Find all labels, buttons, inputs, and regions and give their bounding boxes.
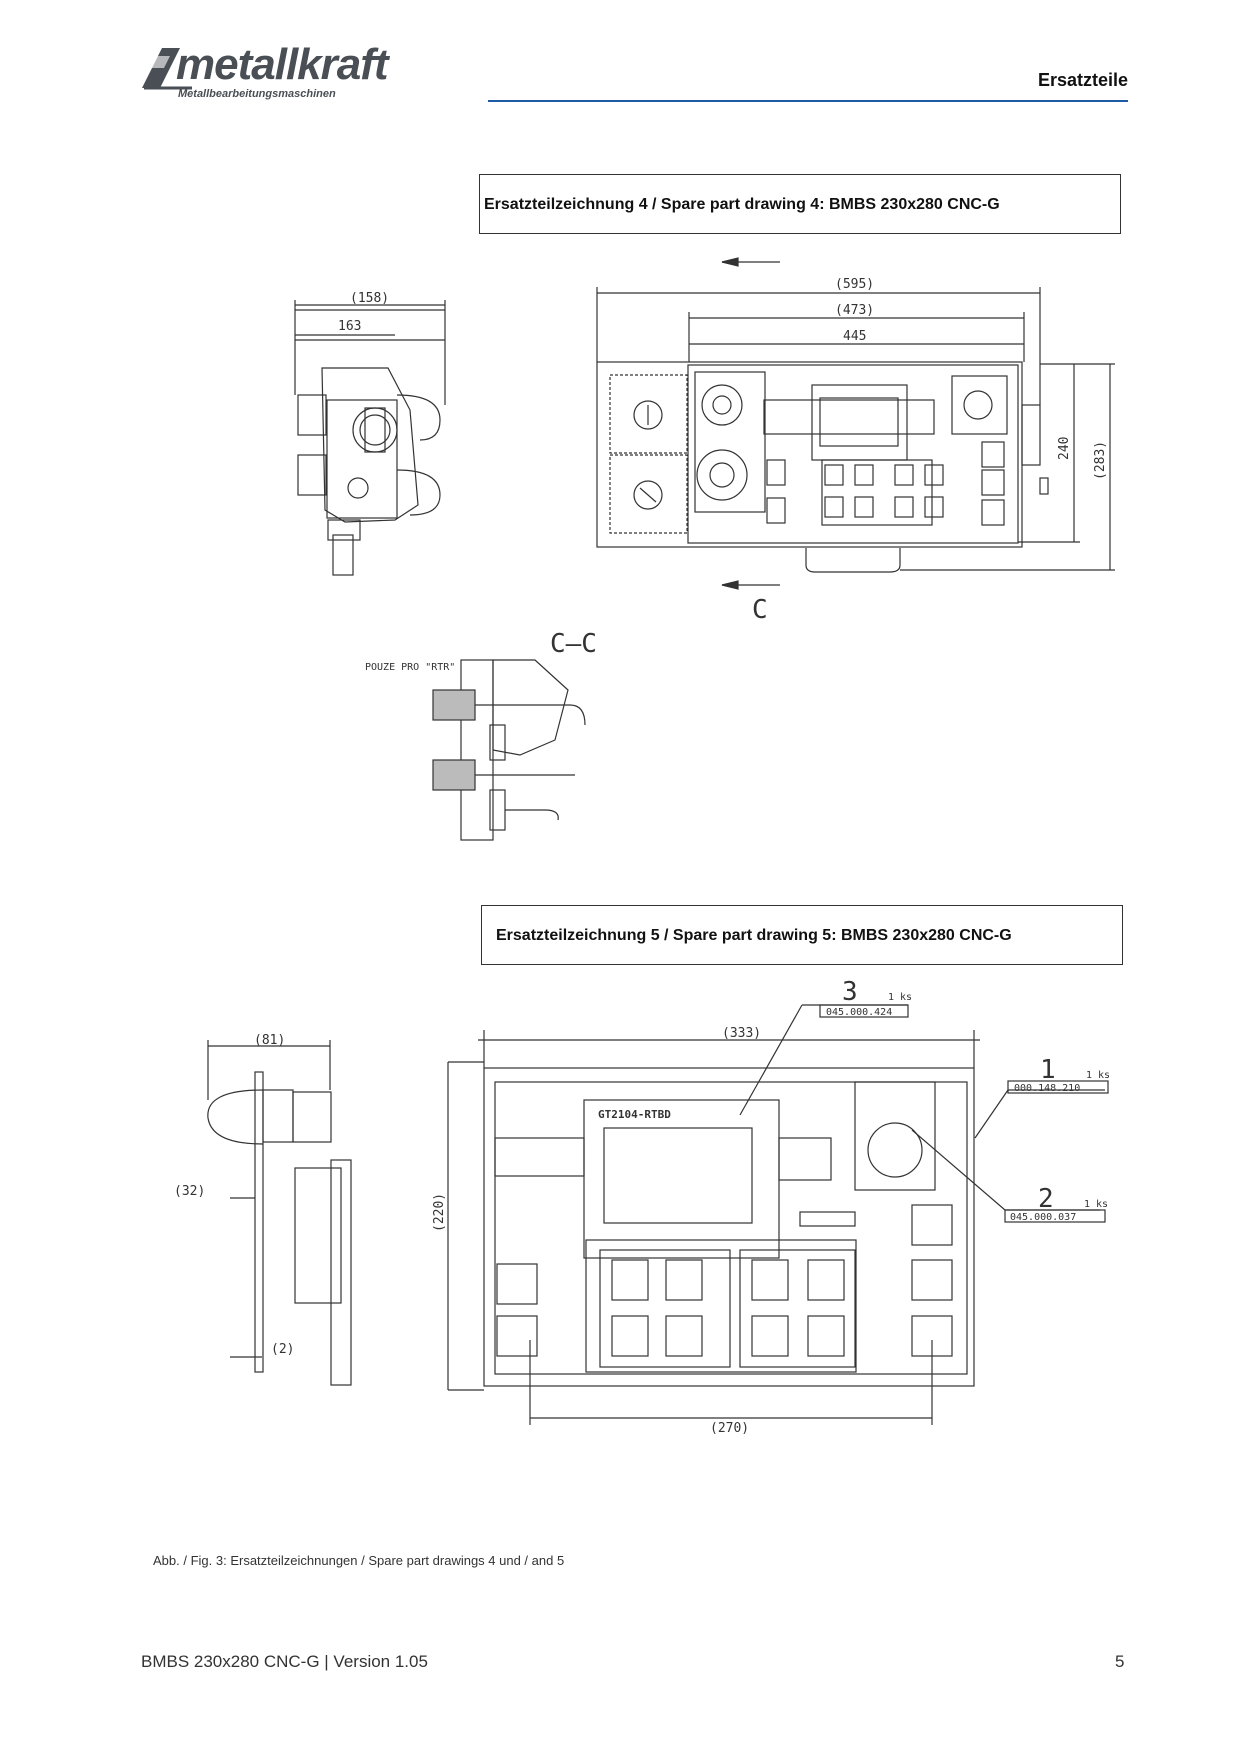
section-note: POUZE PRO "RTR" [365, 662, 455, 673]
dim-445: 445 [843, 329, 866, 344]
footer-page-number: 5 [1115, 1652, 1125, 1671]
callout-1-part: 000.148.210 [1014, 1083, 1080, 1094]
drawing-5-caption: Ersatzteilzeichnung 5 / Spare part drawi… [496, 927, 1012, 944]
dim-158: (158) [350, 291, 389, 306]
drawing-5-front-view [447, 1004, 1109, 1425]
drawing-4-side-view [294, 300, 446, 576]
callout-2-number: 2 [1038, 1184, 1054, 1214]
dim-220: (220) [432, 1193, 447, 1232]
logo-mark-icon [142, 48, 192, 90]
drawing-4-key-grid [766, 441, 1005, 526]
drawing-5-key-grid [496, 1204, 953, 1357]
callout-1-qty: 1 ks [1086, 1070, 1110, 1081]
dim-595: (595) [835, 277, 874, 292]
callout-3-qty: 1 ks [888, 992, 912, 1003]
section-title: Ersatzteile [1037, 70, 1128, 90]
dim-2: (2) [271, 1342, 294, 1357]
drawing-4-section-view [432, 659, 586, 841]
drawing-5-side-view [207, 1040, 352, 1386]
callout-1-number: 1 [1040, 1055, 1056, 1085]
section-marker-c: C [752, 595, 768, 625]
dim-240: 240 [1057, 437, 1072, 460]
logo-subtitle: Metallbearbeitungsmaschinen [178, 88, 336, 100]
dim-283: (283) [1093, 441, 1108, 480]
logo-wordmark: metallkraft [176, 40, 389, 89]
drawing-4-caption: Ersatzteilzeichnung 4 / Spare part drawi… [484, 196, 1000, 213]
callout-2-part: 045.000.037 [1010, 1212, 1076, 1223]
figure-caption: Abb. / Fig. 3: Ersatzteilzeichnungen / S… [153, 1553, 565, 1568]
dim-163: 163 [338, 319, 361, 334]
dim-81: (81) [254, 1033, 285, 1048]
callout-3-number: 3 [842, 977, 858, 1007]
dim-473: (473) [835, 303, 874, 318]
screen-model-label: GT2104-RTBD [598, 1108, 671, 1121]
dim-333: (333) [722, 1026, 761, 1041]
header-rule [488, 100, 1128, 102]
section-view-label: C–C [550, 629, 597, 659]
drawing-4-caption-box: Ersatzteilzeichnung 4 / Spare part drawi… [479, 174, 1121, 234]
drawing-5-caption-box: Ersatzteilzeichnung 5 / Spare part drawi… [481, 905, 1123, 965]
dim-270: (270) [710, 1421, 749, 1436]
footer-document: BMBS 230x280 CNC-G | Version 1.05 [141, 1652, 428, 1671]
callout-2-qty: 1 ks [1084, 1199, 1108, 1210]
callout-3-part: 045.000.424 [826, 1007, 892, 1018]
drawing-4-front-view [596, 257, 1115, 590]
brand-logo [140, 44, 470, 114]
dim-32: (32) [174, 1184, 205, 1199]
